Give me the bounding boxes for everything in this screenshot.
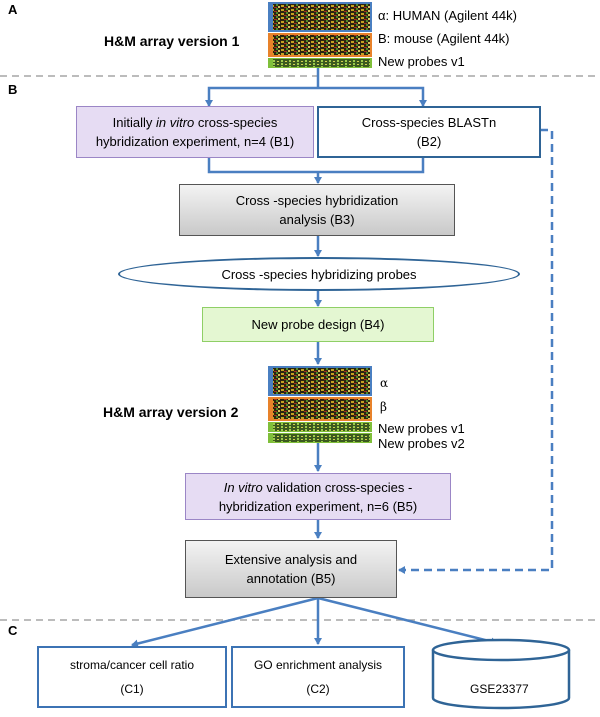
b2-line2: (B2) bbox=[416, 134, 442, 149]
arrow-to-b1 bbox=[205, 86, 318, 107]
b5-analysis-box: Extensive analysis and annotation (B5) bbox=[185, 540, 397, 598]
connector-arrows bbox=[131, 68, 554, 648]
array-v1-title: H&M array version 1 bbox=[104, 33, 240, 49]
arrow-to-b2 bbox=[318, 86, 427, 107]
b1-line2: hybridization experiment, n=4 (B1) bbox=[95, 134, 295, 149]
c2-go-enrichment-box: GO enrichment analysis (C2) bbox=[231, 646, 405, 708]
b2-blastn-box: Cross-species BLASTn (B2) bbox=[317, 106, 541, 158]
section-label-b: B bbox=[8, 82, 18, 97]
c1-line1: stroma/cancer cell ratio bbox=[69, 658, 195, 672]
b5-analysis-line1: Extensive analysis and bbox=[224, 552, 358, 567]
b4-label: New probe design (B4) bbox=[251, 317, 385, 332]
array-v1-image bbox=[268, 2, 372, 68]
array-v2-title: H&M array version 2 bbox=[103, 404, 239, 420]
array-v1-new-probes-label: New probes v1 bbox=[378, 54, 465, 69]
c1-ratio-box: stroma/cancer cell ratio (C1) bbox=[37, 646, 227, 708]
b4-probe-design-box: New probe design (B4) bbox=[202, 307, 434, 342]
b1-line1: Initially in vitro cross-species bbox=[113, 113, 278, 132]
database-cylinder bbox=[431, 638, 571, 710]
array-v2-probes-v2-label: New probes v2 bbox=[378, 436, 465, 451]
section-label-c: C bbox=[8, 623, 18, 638]
section-label-a: A bbox=[8, 2, 18, 17]
b5-validation-em: In vitro bbox=[223, 479, 263, 495]
b3-line2: analysis (B3) bbox=[279, 212, 355, 227]
b5-analysis-line2: annotation (B5) bbox=[246, 571, 336, 586]
arrow-to-c1 bbox=[131, 596, 319, 648]
c3-dataset-label: GSE23377 bbox=[470, 682, 529, 696]
c2-line2: (C2) bbox=[306, 682, 330, 696]
b1-line1-pre: Initially bbox=[112, 115, 156, 130]
array-v2-probes-v1-label: New probes v1 bbox=[378, 421, 465, 436]
b5-validation-box: In vitro validation cross-species - hybr… bbox=[185, 473, 451, 520]
array-v2-beta-label: β bbox=[380, 400, 387, 414]
b5-validation-line2: hybridization experiment, n=6 (B5) bbox=[218, 498, 418, 514]
arrow-b1b2-to-b3 bbox=[207, 158, 425, 183]
arrow-to-c3 bbox=[317, 596, 498, 646]
b3-line1: Cross -species hybridization bbox=[235, 193, 399, 208]
b1-line1-post: cross-species bbox=[194, 115, 278, 130]
b1-hybridization-box: Initially in vitro cross-species hybridi… bbox=[76, 106, 314, 158]
b1-line1-em: in vitro bbox=[155, 115, 195, 130]
b5-validation-post: validation cross-species - bbox=[262, 479, 413, 495]
hybridizing-probes-ellipse: Cross -species hybridizing probes bbox=[118, 257, 520, 291]
c2-line1: GO enrichment analysis bbox=[253, 658, 383, 672]
array-v2-image bbox=[268, 366, 372, 443]
b3-analysis-box: Cross -species hybridization analysis (B… bbox=[179, 184, 455, 236]
b5-validation-line1: In vitro validation cross-species - bbox=[224, 478, 413, 497]
c1-line2: (C1) bbox=[120, 682, 144, 696]
array-v2-alpha-label: α bbox=[380, 376, 389, 390]
hybridizing-probes-label: Cross -species hybridizing probes bbox=[221, 266, 417, 282]
b2-line1: Cross-species BLASTn bbox=[361, 115, 497, 130]
array-v1-beta-label: Β: mouse (Agilent 44k) bbox=[378, 31, 510, 46]
array-v1-alpha-label: α: HUMAN (Agilent 44k) bbox=[378, 8, 517, 23]
dashed-arrow-b2-to-analysis bbox=[398, 128, 554, 574]
